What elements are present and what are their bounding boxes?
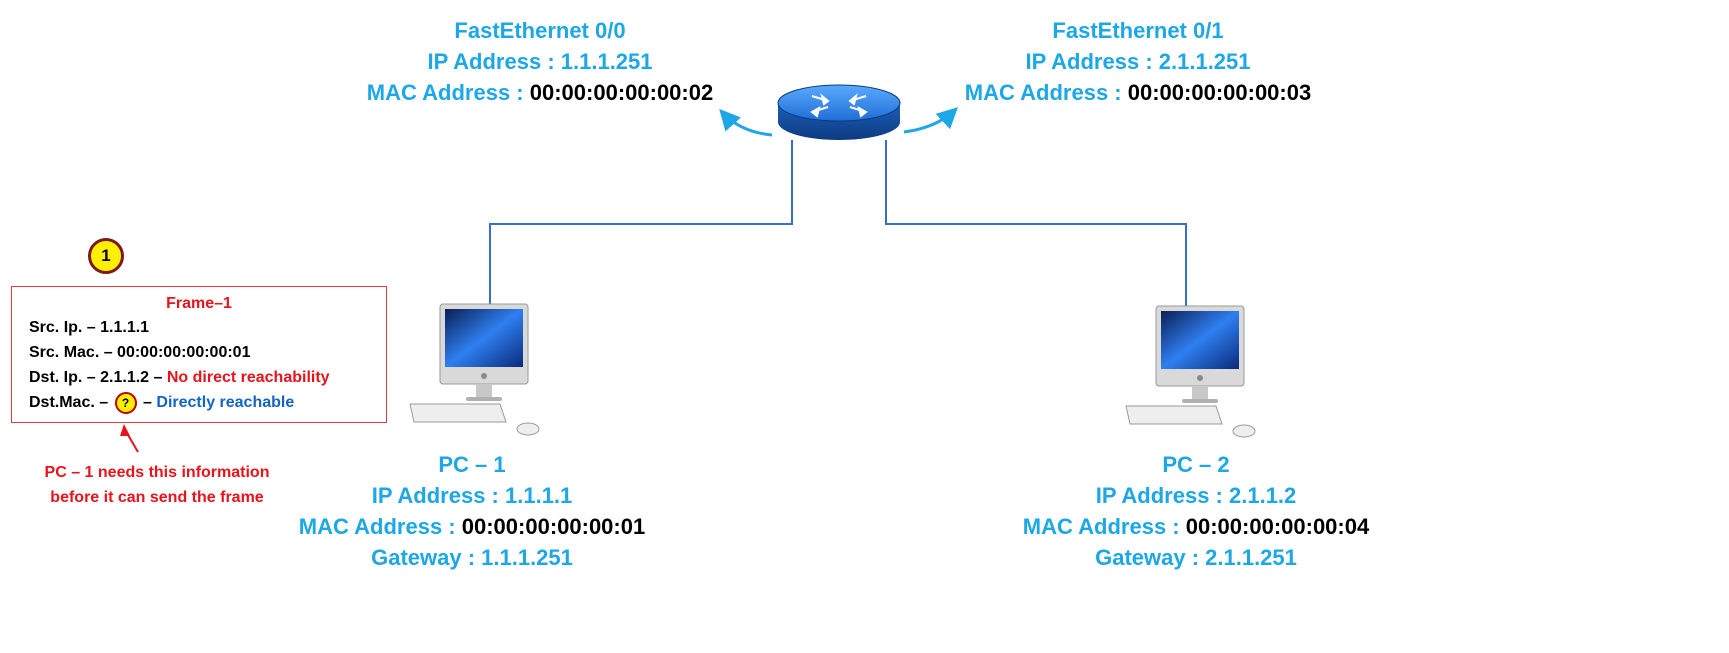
pc2-ip: IP Address : 2.1.1.2 [1095,483,1297,508]
fa01-arrow [903,107,959,134]
frame-box: Frame–1 Src. Ip. – 1.1.1.1 Src. Mac. – 0… [11,286,387,423]
fa01-label: FastEthernet 0/1 IP Address : 2.1.1.251 … [960,15,1316,108]
fa00-label: FastEthernet 0/0 IP Address : 1.1.1.251 … [362,15,718,108]
link-pc1-router [489,140,793,310]
frame-dst-mac: Dst.Mac. – ? – Directly reachable [29,392,294,414]
pc2-gateway: Gateway : 2.1.1.251 [1095,545,1297,570]
step-badge: 1 [88,238,124,274]
pc1-ip: IP Address : 1.1.1.1 [371,483,573,508]
fa00-mac: MAC Address : 00:00:00:00:00:02 [366,80,714,105]
pc1-label: PC – 1 IP Address : 1.1.1.1 MAC Address … [294,449,650,573]
frame-title: Frame–1 [166,295,232,312]
fa00-name: FastEthernet 0/0 [454,18,626,43]
pc1-computer-icon [409,303,540,436]
pc2-computer-icon [1125,305,1256,438]
pc1-requirement-note: PC – 1 needs this information before it … [44,464,270,506]
pc1-gateway: Gateway : 1.1.1.251 [371,545,573,570]
frame-src-mac: Src. Mac. – 00:00:00:00:00:01 [29,344,251,361]
router-icon [777,84,901,140]
dst-ip-note: No direct reachability [166,369,330,386]
fa00-arrow [719,108,773,137]
frame-dst-ip: Dst. Ip. – 2.1.1.2 – No direct reachabil… [29,369,330,386]
dst-mac-note: Directly reachable [156,394,295,412]
pc2-label: PC – 2 IP Address : 2.1.1.2 MAC Address … [1018,449,1374,573]
pc2-name: PC – 2 [1162,452,1230,477]
fa01-mac: MAC Address : 00:00:00:00:00:03 [964,80,1312,105]
frame-src-ip: Src. Ip. – 1.1.1.1 [29,319,150,336]
pc1-name: PC – 1 [438,452,506,477]
fa00-ip: IP Address : 1.1.1.251 [427,49,653,74]
link-pc2-router [885,140,1187,312]
fa01-ip: IP Address : 2.1.1.251 [1025,49,1251,74]
note-arrowhead [120,424,130,436]
pc2-mac: MAC Address : 00:00:00:00:00:04 [1022,514,1370,539]
question-mark-icon: ? [114,392,137,414]
fa01-name: FastEthernet 0/1 [1052,18,1224,43]
pc1-mac: MAC Address : 00:00:00:00:00:01 [298,514,646,539]
